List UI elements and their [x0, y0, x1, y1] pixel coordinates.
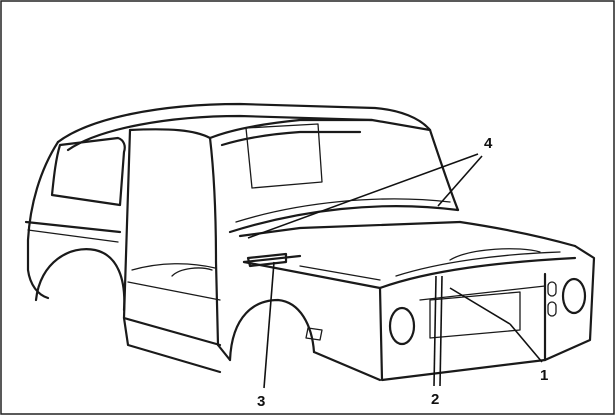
- leader-4a: [247, 153, 479, 239]
- leader-2a: [433, 275, 437, 387]
- leader-4b: [437, 155, 483, 207]
- leader-lines: [247, 153, 543, 389]
- callout-1: 1: [540, 367, 548, 384]
- callout-2: 2: [431, 391, 439, 408]
- callout-3: 3: [257, 393, 265, 410]
- leader-1-part: [449, 287, 511, 325]
- leader-3: [263, 261, 275, 389]
- leader-1: [509, 323, 543, 363]
- car-body-outline: [24, 102, 596, 382]
- callout-4: 4: [484, 135, 493, 152]
- leader-2b: [439, 275, 443, 387]
